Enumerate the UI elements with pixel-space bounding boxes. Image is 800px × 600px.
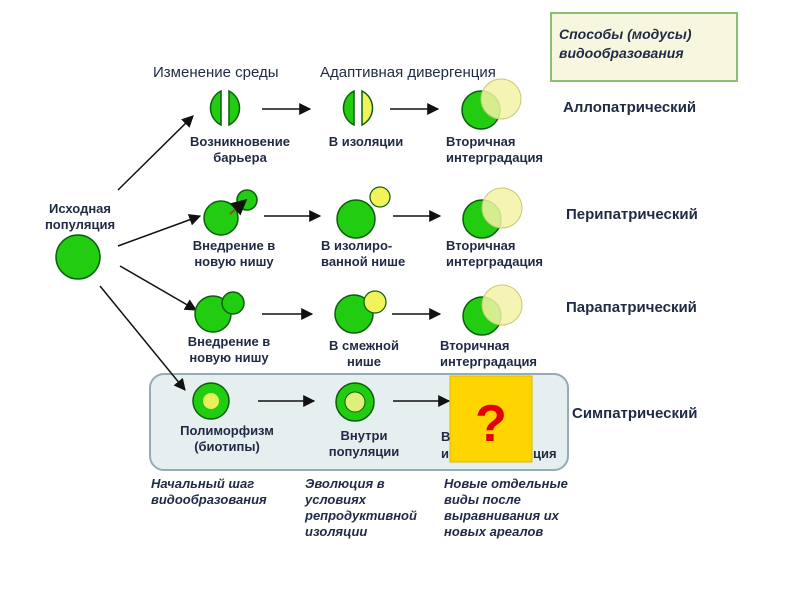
parapatric-step2-line-1: В смежной — [329, 338, 399, 353]
peripatric-step1-line-1: Внедрение в — [193, 238, 276, 253]
isolated-right-half — [361, 89, 374, 127]
origin-population: Исходная популяция — [45, 201, 115, 280]
question-box — [449, 375, 533, 463]
branch-arrow-parapatric — [119, 265, 198, 311]
peripatric-main-circle — [203, 200, 239, 236]
parapatric-step1-line-1: Внедрение в — [188, 334, 271, 349]
header-env-change: Изменение среды — [153, 64, 279, 81]
allopatric-step1-line-1: Возникновение — [190, 134, 290, 149]
sympatric-step3-fragment-2: и — [441, 446, 449, 461]
peripatric-colonize-arrow — [229, 198, 248, 216]
caption1-line-2: видообразования — [151, 492, 267, 507]
sympatric-step3-fragment-1: В — [441, 429, 450, 444]
mode-parapatric: Парапатрический — [566, 299, 697, 316]
mode-allopatric: Аллопатрический — [563, 99, 696, 116]
isolated-left-half — [342, 89, 355, 127]
allopatric-row: Возникновение барьера В изоляции Вторичн… — [190, 78, 696, 165]
parapatric-adjacent-green — [334, 294, 374, 334]
peripatric-step3-line-1: Вторичная — [446, 238, 516, 253]
parapatric-adjacent-yellow — [363, 290, 387, 314]
bottom-captions: Начальный шаг видообразования Эволюция в… — [151, 476, 568, 539]
origin-label-line-1: Исходная — [49, 201, 111, 216]
peripatric-step2-line-2: ванной нише — [321, 254, 405, 269]
within-population-core — [344, 391, 366, 413]
question-mark: ? — [475, 395, 507, 453]
caption2-line-1: Эволюция в — [305, 476, 385, 491]
parapatric-row: Внедрение в новую нишу В смежной нише Вт… — [188, 284, 697, 369]
parapatric-step2-line-2: нише — [347, 354, 381, 369]
peripatric-row: Внедрение в новую нишу В изолиро- ванной… — [193, 186, 698, 269]
caption3-line-1: Новые отдельные — [444, 476, 568, 491]
barrier-right-half — [228, 89, 241, 127]
allopatric-step3-line-1: Вторичная — [446, 134, 516, 149]
origin-label-line-2: популяция — [45, 217, 115, 232]
caption3-line-3: выравнивания их — [444, 508, 560, 523]
sympatric-step1-line-1: Полиморфизм — [180, 423, 274, 438]
parapatric-step3-line-2: интерградация — [440, 354, 537, 369]
peripatric-step1-line-2: новую нишу — [194, 254, 274, 269]
polymorphism-core — [203, 393, 219, 409]
allopatric-step3-line-2: интерградация — [446, 150, 543, 165]
sympatric-step2-line-1: Внутри — [341, 428, 388, 443]
peripatric-step3-line-2: интерградация — [446, 254, 543, 269]
peripatric-bud-circle — [236, 189, 258, 211]
sympatric-step2-line-2: популяции — [329, 444, 400, 459]
parapatric-step1-line-2: новую нишу — [189, 350, 269, 365]
branch-arrow-peripatric — [117, 214, 202, 247]
branch-arrow-sympatric — [99, 285, 186, 391]
mode-sympatric: Симпатрический — [572, 405, 697, 422]
title-line-2: видообразования — [559, 45, 684, 61]
parapatric-adjacent-circle — [221, 291, 245, 315]
parapatric-integration-yellow — [481, 284, 523, 326]
title-line-1: Способы (модусы) — [559, 26, 692, 42]
peripatric-step2-line-1: В изолиро- — [321, 238, 392, 253]
parapatric-step3-line-1: Вторичная — [440, 338, 510, 353]
sympatric-row: Полиморфизм (биотипы) Внутри популяции В… — [180, 375, 697, 463]
mode-peripatric: Перипатрический — [566, 206, 698, 223]
sympatric-step3-fragment-3: ция — [533, 446, 557, 461]
allopatric-step1-line-2: барьера — [213, 150, 267, 165]
header-adaptive-divergence: Адаптивная дивергенция — [320, 64, 496, 81]
peripatric-integration-yellow — [481, 187, 523, 229]
integration-yellow-circle — [480, 78, 522, 120]
caption1-line-1: Начальный шаг — [151, 476, 254, 491]
allopatric-step2-line-1: В изоляции — [329, 134, 404, 149]
barrier-left-half — [209, 89, 222, 127]
peripatric-isolated-green — [336, 199, 376, 239]
caption2-line-2: условиях — [304, 492, 367, 507]
peripatric-isolated-yellow — [369, 186, 391, 208]
caption3-line-2: виды после — [444, 492, 521, 507]
caption2-line-3: репродуктивной — [304, 508, 417, 523]
branch-arrow-allopatric — [117, 115, 194, 191]
origin-circle — [55, 234, 101, 280]
caption3-line-4: новых ареалов — [444, 524, 543, 539]
caption2-line-4: изоляции — [305, 524, 367, 539]
title-box: Способы (модусы) видообразования — [550, 12, 738, 82]
sympatric-step1-line-2: (биотипы) — [194, 439, 260, 454]
